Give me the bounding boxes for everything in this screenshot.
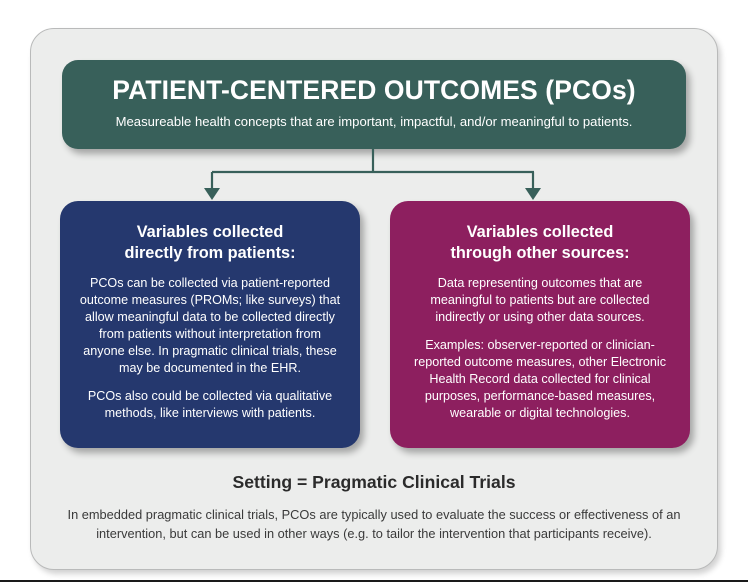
branch-title-line-2: directly from patients: <box>124 244 296 263</box>
branch-title: Variables collected directly from patien… <box>77 219 343 264</box>
branch-title-line-1: Variables collected <box>136 223 284 241</box>
branch-title-line-2: through other sources: <box>450 244 630 263</box>
page-subtitle: Measureable health concepts that are imp… <box>115 113 633 129</box>
branch-paragraph: Data representing outcomes that are mean… <box>430 276 650 325</box>
branch-paragraph: PCOs also could be collected via qualita… <box>87 389 333 421</box>
footer-title: Setting = Pragmatic Clinical Trials <box>232 472 516 492</box>
branch-paragraph: PCOs can be collected via patient-report… <box>79 276 341 376</box>
branch-title-line-1: Variables collected <box>466 223 614 241</box>
header-box: PATIENT-CENTERED OUTCOMES (PCOs) Measure… <box>62 60 686 149</box>
branch-box-directly-from-patients: Variables collected directly from patien… <box>60 201 360 448</box>
branch-title: Variables collected through other source… <box>407 219 673 264</box>
bottom-rule <box>0 580 748 582</box>
branch-paragraph: Examples: observer-reported or clinician… <box>414 338 666 421</box>
page-title: PATIENT-CENTERED OUTCOMES (PCOs) <box>112 74 636 105</box>
branch-box-through-other-sources: Variables collected through other source… <box>390 201 690 448</box>
footer-body: In embedded pragmatic clinical trials, P… <box>67 506 681 541</box>
footer-block: Setting = Pragmatic Clinical Trials In e… <box>40 472 708 543</box>
